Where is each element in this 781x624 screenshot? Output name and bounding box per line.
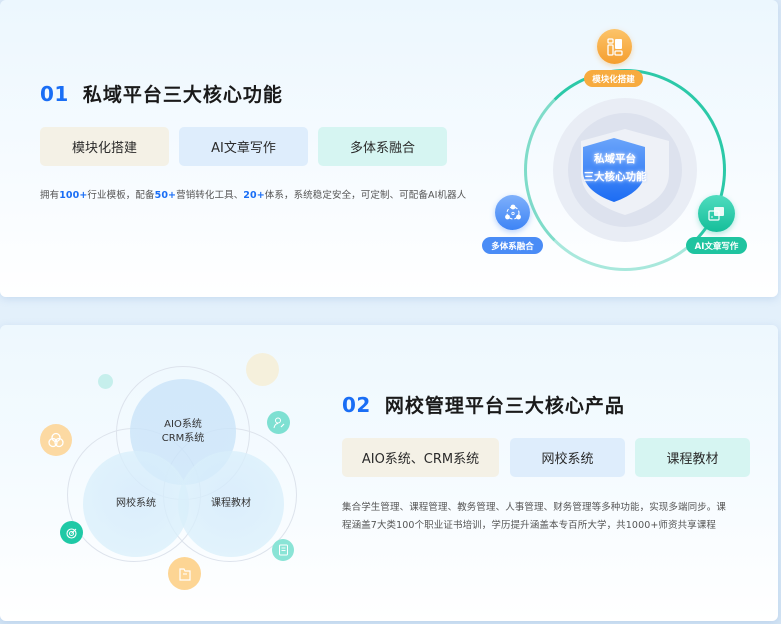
venn-circle-school-system: 网校系统: [83, 451, 189, 557]
tag-aio-crm: AIO系统、CRM系统: [342, 438, 499, 477]
product-tags: AIO系统、CRM系统 网校系统 课程教材: [342, 438, 750, 477]
section-heading: 02 网校管理平台三大核心产品: [342, 391, 625, 418]
node-label-multi-system: 多体系融合: [482, 237, 543, 254]
desc-line-2: 程涵盖7大类100个职业证书培训，学历提升涵盖本专百所大学，共1000+师资共享…: [342, 520, 717, 531]
venn-left-label: 网校系统: [116, 498, 156, 509]
section-number: 01: [40, 82, 69, 106]
desc-text: 营销转化工具、: [176, 190, 244, 201]
center-line-1: 私域平台: [594, 153, 636, 165]
diagram-center-label: 私域平台 三大核心功能: [570, 150, 660, 186]
section-description: 拥有100+行业模板，配备50+营销转化工具、20+体系，系统稳定安全，可定制、…: [40, 187, 466, 205]
circles-icon: [40, 424, 72, 456]
desc-highlight: 20+: [243, 190, 265, 201]
layout-blocks-icon: [597, 29, 632, 64]
network-nodes-icon: [495, 195, 530, 230]
shield-icon: [583, 138, 645, 202]
desc-highlight: 100+: [59, 190, 88, 201]
node-label-modular: 模块化搭建: [584, 70, 643, 87]
venn-right-label: 课程教材: [211, 498, 251, 509]
decor-dot-beige: [246, 353, 279, 386]
tag-ai-writing: AI文章写作: [179, 127, 308, 166]
desc-text: 体系，系统稳定安全，可定制、可配备AI机器人: [264, 190, 467, 201]
center-line-2: 三大核心功能: [583, 171, 647, 183]
user-edit-icon: [267, 411, 290, 434]
section-number: 02: [342, 393, 371, 417]
venn-top-line-1: AIO系统: [164, 419, 202, 430]
venn-circle-course-materials: 课程教材: [178, 451, 284, 557]
folder-icon: [168, 557, 201, 590]
feature-tags: 模块化搭建 AI文章写作 多体系融合: [40, 127, 447, 166]
target-icon: [60, 521, 83, 544]
desc-line-1: 集合学生管理、课程管理、教务管理、人事管理、财务管理等多种功能，实现多端同步。课: [342, 502, 727, 513]
tag-school-system: 网校系统: [510, 438, 625, 477]
desc-text: 行业模板，配备: [87, 190, 155, 201]
section-heading: 01 私域平台三大核心功能: [40, 80, 283, 107]
tag-multi-system: 多体系融合: [318, 127, 447, 166]
core-features-card: 01 私域平台三大核心功能 模块化搭建 AI文章写作 多体系融合 拥有100+行…: [0, 0, 778, 297]
section-title: 私域平台三大核心功能: [82, 84, 283, 106]
core-products-card: AIO系统 CRM系统 网校系统 课程教材 02 网: [0, 325, 778, 621]
desc-highlight: 50+: [154, 190, 177, 201]
node-label-ai-writing: AI文章写作: [686, 237, 747, 254]
decor-dot-teal: [98, 374, 113, 389]
tag-course-materials: 课程教材: [635, 438, 750, 477]
section-title: 网校管理平台三大核心产品: [384, 395, 625, 417]
section-description: 集合学生管理、课程管理、教务管理、人事管理、财务管理等多种功能，实现多端同步。课…: [342, 499, 742, 535]
venn-top-line-2: CRM系统: [161, 433, 205, 444]
desc-text: 拥有: [40, 190, 60, 201]
document-window-icon: [698, 195, 735, 232]
document-icon: [272, 539, 294, 561]
tag-modular-build: 模块化搭建: [40, 127, 169, 166]
